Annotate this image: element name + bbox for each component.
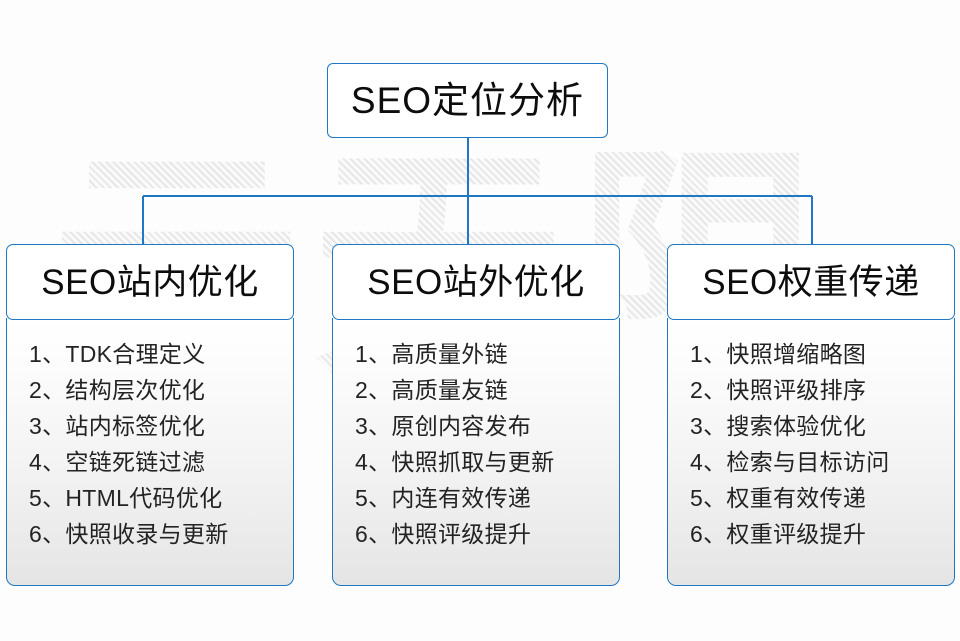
list-item: 2、快照评级排序 xyxy=(690,377,867,404)
list-item: 3、原创内容发布 xyxy=(355,413,532,440)
branch-header-2[interactable]: SEO站外优化 xyxy=(332,244,620,320)
branch-list-1: 1、TDK合理定义 2、结构层次优化 3、站内标签优化 4、空链死链过滤 5、H… xyxy=(6,318,294,587)
branch-card-2[interactable]: SEO站外优化 1、高质量外链 2、高质量友链 3、原创内容发布 4、快照抓取与… xyxy=(332,244,620,587)
list-item: 2、高质量友链 xyxy=(355,377,508,404)
list-item: 4、空链死链过滤 xyxy=(29,449,206,476)
list-item: 3、搜索体验优化 xyxy=(690,413,867,440)
branch-list-3: 1、快照增缩略图 2、快照评级排序 3、搜索体验优化 4、检索与目标访问 5、权… xyxy=(667,318,955,587)
list-item: 4、快照抓取与更新 xyxy=(355,449,555,476)
list-item: 6、权重评级提升 xyxy=(690,521,867,548)
list-item: 1、快照增缩略图 xyxy=(690,341,867,368)
branch-header-1[interactable]: SEO站内优化 xyxy=(6,244,294,320)
branch-card-1[interactable]: SEO站内优化 1、TDK合理定义 2、结构层次优化 3、站内标签优化 4、空链… xyxy=(6,244,294,587)
list-item: 6、快照评级提升 xyxy=(355,521,532,548)
branch-title-1: SEO站内优化 xyxy=(41,262,259,302)
list-item: 4、检索与目标访问 xyxy=(690,449,890,476)
root-node[interactable]: SEO定位分析 xyxy=(327,63,608,138)
branch-title-3: SEO权重传递 xyxy=(702,262,920,302)
list-item: 1、高质量外链 xyxy=(355,341,508,368)
list-item: 5、内连有效传递 xyxy=(355,485,532,512)
branch-card-3[interactable]: SEO权重传递 1、快照增缩略图 2、快照评级排序 3、搜索体验优化 4、检索与… xyxy=(667,244,955,587)
list-item: 1、TDK合理定义 xyxy=(29,341,206,368)
list-item: 6、快照收录与更新 xyxy=(29,521,229,548)
branch-header-3[interactable]: SEO权重传递 xyxy=(667,244,955,320)
list-item: 5、权重有效传递 xyxy=(690,485,867,512)
branch-title-2: SEO站外优化 xyxy=(367,262,585,302)
list-item: 5、HTML代码优化 xyxy=(29,485,223,512)
root-node-title: SEO定位分析 xyxy=(350,80,585,121)
list-item: 2、结构层次优化 xyxy=(29,377,206,404)
branch-list-2: 1、高质量外链 2、高质量友链 3、原创内容发布 4、快照抓取与更新 5、内连有… xyxy=(332,318,620,587)
list-item: 3、站内标签优化 xyxy=(29,413,206,440)
